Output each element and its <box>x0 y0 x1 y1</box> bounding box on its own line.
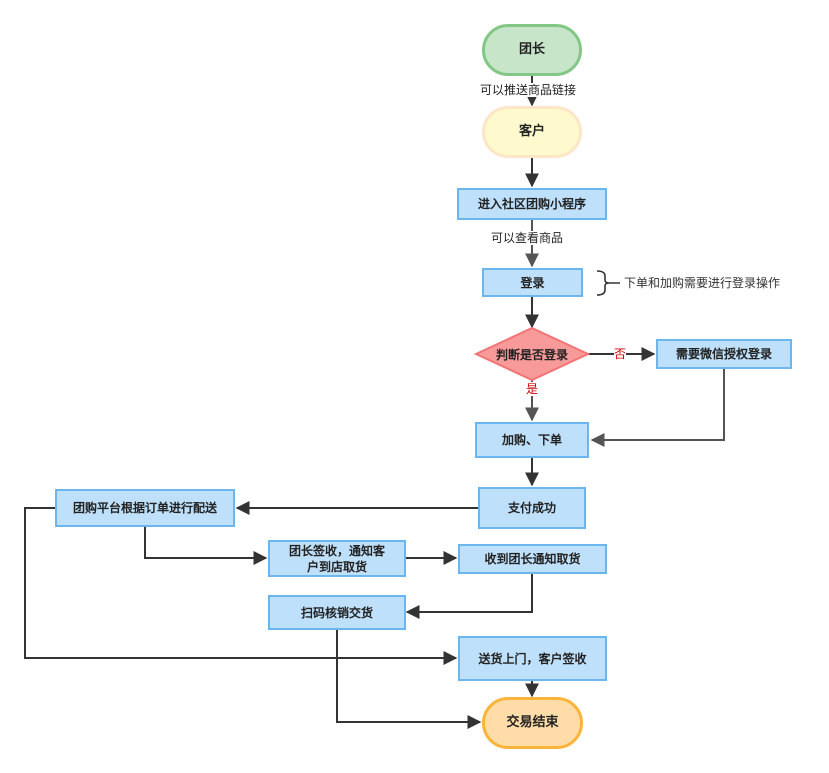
edge-scan-end <box>336 629 482 729</box>
decision-diamond-shape <box>473 326 591 382</box>
customer-node[interactable]: 客户 <box>482 106 582 158</box>
process-platform-delivery[interactable]: 团购平台根据订单进行配送 <box>55 489 235 527</box>
login-annotation: 下单和加购需要进行登录操作 <box>624 276 781 290</box>
edge-label-yes: 是 <box>526 382 539 396</box>
brace-icon <box>596 270 620 296</box>
edge-receive-scan <box>405 574 533 619</box>
process-leader-sign[interactable]: 团长签收，通知客户到店取货 <box>268 540 406 577</box>
edge-label-push-link: 可以推送商品链接 <box>480 83 577 97</box>
start-node-leader[interactable]: 团长 <box>482 24 582 76</box>
process-login[interactable]: 登录 <box>482 268 583 297</box>
edge-platform-leadersign <box>144 527 268 565</box>
process-receive-notice[interactable]: 收到团长通知取货 <box>458 544 607 574</box>
edge-label-no: 否 <box>614 347 627 361</box>
process-home-delivery[interactable]: 送货上门，客户签收 <box>458 636 607 681</box>
edge-platform-homedelivery <box>24 507 458 665</box>
edge-label-view-goods: 可以查看商品 <box>491 231 564 245</box>
end-node-transaction-complete[interactable]: 交易结束 <box>482 697 583 749</box>
decision-check-login[interactable]: 判断是否登录 <box>495 347 568 362</box>
edge-auth-addorder <box>590 369 725 447</box>
process-enter-miniprogram[interactable]: 进入社区团购小程序 <box>457 188 607 220</box>
process-payment-success[interactable]: 支付成功 <box>478 487 586 529</box>
process-scan-verify[interactable]: 扫码核销交货 <box>268 595 406 630</box>
process-add-order[interactable]: 加购、下单 <box>475 422 589 458</box>
process-wechat-auth[interactable]: 需要微信授权登录 <box>656 339 792 369</box>
